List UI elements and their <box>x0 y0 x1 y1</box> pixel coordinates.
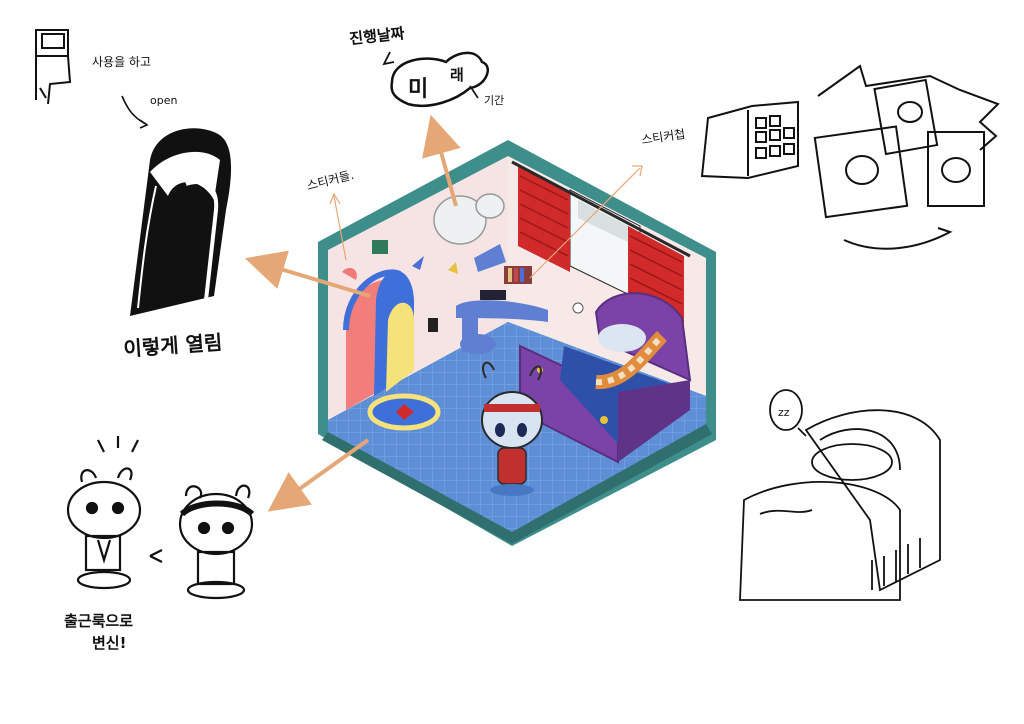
sticker-album-sketch <box>700 100 799 180</box>
window <box>569 189 641 301</box>
sticker-cards-sketch <box>813 64 1000 250</box>
sleep-bubble-text: zz <box>778 406 790 419</box>
device-sketch <box>35 29 72 105</box>
round-rug <box>367 393 441 431</box>
period-label: 기간 <box>484 94 504 107</box>
sticker-left-label: 스티커들. <box>305 168 355 193</box>
sticker-right-label: 스티커첩 <box>640 127 686 147</box>
arched-door-sketch <box>130 128 232 316</box>
desk <box>456 244 548 354</box>
progress-label: 진행날짜 <box>349 24 406 48</box>
wall-stickers <box>342 240 584 332</box>
open-arrow <box>121 95 147 125</box>
bubble-text-2: 래 <box>450 66 464 84</box>
colorful-arch-door <box>343 269 414 410</box>
bubble-text-1: 미 <box>408 77 428 102</box>
open-label: open <box>150 94 177 107</box>
morph-caption-line2: 변신! <box>92 634 126 652</box>
isometric-room <box>318 140 716 546</box>
morph-caption-line1: 출근룩으로 <box>64 612 133 630</box>
rabbit-character <box>481 361 543 496</box>
annotation-arrows <box>244 114 461 512</box>
wall-mirror <box>433 193 505 245</box>
use-label: 사용을 하고 <box>92 55 151 69</box>
sleeping-bed-sketch <box>739 389 941 601</box>
purple-bed <box>519 292 692 464</box>
fish-bubble-sketch <box>390 51 489 108</box>
door-caption: 이렇게 열림 <box>123 330 223 361</box>
character-morph-sketch <box>66 436 255 600</box>
